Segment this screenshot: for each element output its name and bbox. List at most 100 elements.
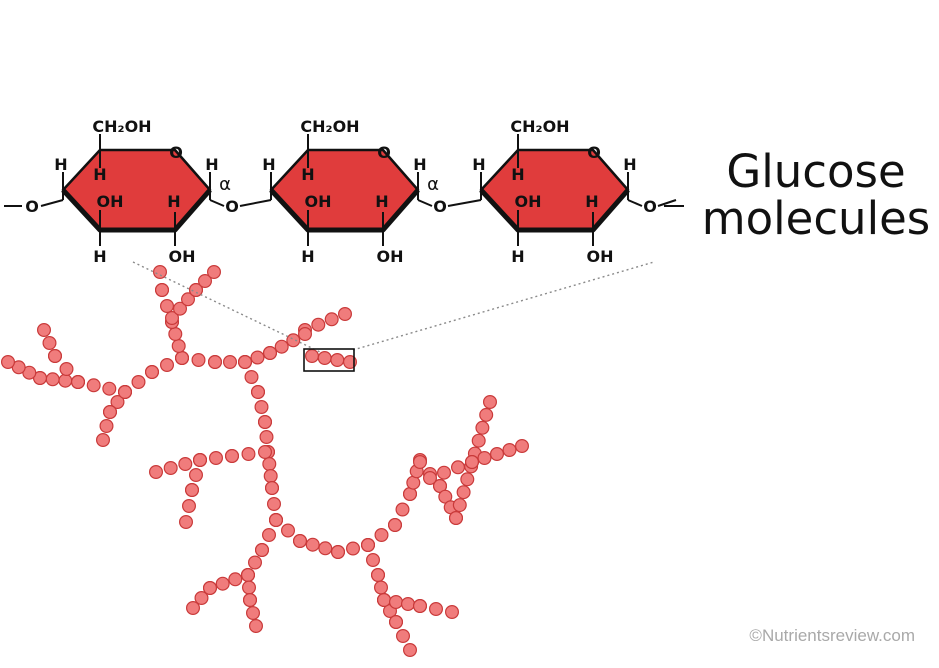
glucose-bead [477, 451, 492, 466]
glucose-bead [145, 365, 160, 380]
oh-label: OH [377, 247, 404, 266]
glucose-bead [254, 400, 269, 415]
glucose-bead [483, 395, 498, 410]
glucose-bead [338, 307, 353, 322]
h-label: H [375, 192, 388, 211]
glucose-bead [223, 355, 238, 370]
glucose-bead [185, 483, 200, 498]
glycosidic-bond [447, 199, 482, 207]
title-label: Glucose molecules [696, 148, 936, 242]
watermark: ©Nutrientsreview.com [749, 626, 915, 645]
h-label: H [54, 155, 67, 174]
glucose-bead [243, 592, 258, 607]
title-line-1: Glucose [726, 145, 906, 198]
h-label: H [472, 155, 485, 174]
glucose-bead [189, 283, 204, 298]
glucose-bead [255, 542, 270, 557]
glucose-bead [47, 349, 62, 364]
glycosidic-bond [209, 199, 225, 207]
oh-label: OH [169, 247, 196, 266]
h-label: H [585, 192, 598, 211]
glucose-bead [45, 372, 60, 387]
glucose-bead [58, 373, 73, 388]
glucose-bead [366, 552, 381, 567]
glucose-bead [471, 433, 486, 448]
glucose-bead [59, 362, 74, 377]
ch2oh-label: CH₂OH [510, 117, 569, 136]
glucose-bead [193, 453, 208, 468]
glucose-bead [445, 604, 460, 619]
h-label: H [93, 247, 106, 266]
glucose-bead [475, 420, 490, 435]
h-label: H [623, 155, 636, 174]
terminal-oxygen-label: O [25, 197, 39, 216]
glucose-bead [374, 527, 389, 542]
glucose-bead [102, 405, 117, 420]
glucose-bead [396, 628, 411, 643]
glucose-bead [0, 355, 16, 370]
glucose-bead [246, 605, 261, 620]
glucose-bead [191, 353, 206, 368]
glucose-bead [163, 461, 178, 476]
ch2oh-label: CH₂OH [92, 117, 151, 136]
glucose-bead [490, 447, 505, 462]
glucose-bead [460, 472, 475, 487]
h-label: H [413, 155, 426, 174]
oh-label: OH [515, 192, 542, 211]
glucose-bead [228, 572, 243, 587]
glucose-bead [262, 457, 277, 472]
ch2oh-label: CH₂OH [300, 117, 359, 136]
glucose-bead [258, 415, 273, 430]
glucose-bead [117, 385, 132, 400]
glycosidic-bond [417, 199, 433, 207]
title-line-2: molecules [701, 192, 931, 245]
glucose-bead [401, 596, 416, 611]
glucose-bead [248, 555, 263, 570]
glucose-bead [389, 614, 404, 629]
alpha-linkage-label: α [219, 174, 231, 195]
glucose-bead [293, 533, 308, 548]
glucose-bead [189, 468, 204, 483]
glucose-bead [286, 333, 301, 348]
glucose-bead [160, 358, 175, 373]
glucose-bead [263, 469, 278, 484]
glucose-bead [371, 567, 386, 582]
oh-label: OH [305, 192, 332, 211]
glycosidic-bond [627, 199, 643, 207]
ring-front-edge [61, 188, 212, 233]
ring-front-edge [269, 188, 420, 233]
glucose-bead [361, 537, 376, 552]
glucose-bead [95, 433, 110, 448]
glucose-bead [203, 580, 218, 595]
glucose-bead [395, 502, 410, 517]
glucose-bead [110, 395, 125, 410]
zoom-line-right [352, 261, 655, 351]
glucose-bead [377, 592, 392, 607]
glycosidic-bond [239, 199, 272, 207]
glucose-bead [86, 378, 101, 393]
bridge-oxygen-label: O [643, 197, 657, 216]
glucose-bead [346, 541, 361, 556]
glycogen-branch-chain [0, 265, 529, 657]
glucose-bead [173, 301, 188, 316]
glucose-bead [423, 471, 438, 486]
glucose-bead [403, 642, 418, 657]
ring-oxygen-label: O [587, 143, 601, 162]
h-label: H [511, 247, 524, 266]
glucose-bead [149, 465, 164, 480]
glucose-bead [171, 339, 186, 354]
glucose-bead [178, 457, 193, 472]
glucose-bead [479, 407, 494, 422]
ring-front-edge [479, 188, 630, 233]
h-label: H [167, 192, 180, 211]
glucose-bead [160, 299, 175, 314]
glucose-bead [42, 336, 57, 351]
alpha-linkage-label: α [427, 174, 439, 195]
glucose-bead [165, 311, 180, 326]
